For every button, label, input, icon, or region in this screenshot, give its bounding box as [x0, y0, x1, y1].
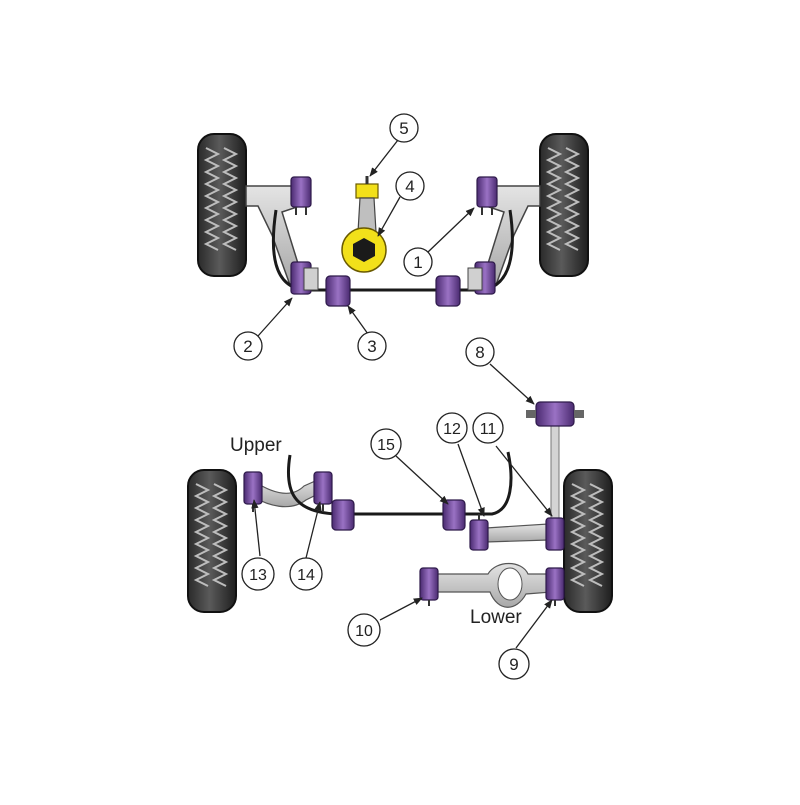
- callout-label: 14: [297, 567, 315, 584]
- callout-1: 1: [403, 247, 433, 277]
- purple-bush-icon: [442, 499, 466, 531]
- purple-bush-icon: [419, 567, 439, 606]
- callout-3: 3: [357, 331, 387, 361]
- callout-12: 12: [436, 412, 468, 444]
- callout-13: 13: [241, 557, 275, 591]
- callout-11: 11: [472, 412, 504, 444]
- purple-bush-icon: [545, 567, 565, 606]
- purple-bush-icon: [290, 176, 312, 215]
- callout-label: 13: [249, 567, 267, 584]
- purple-bush-icon: [545, 517, 565, 551]
- purple-bush-icon: [290, 261, 319, 295]
- rear-assembly: [187, 401, 613, 613]
- tyre-icon: [539, 133, 589, 277]
- callout-label: 12: [443, 421, 461, 438]
- purple-bush-icon: [467, 261, 496, 295]
- callout-label: 2: [243, 337, 252, 356]
- purple-bush-icon: [435, 275, 461, 307]
- callout-label: 15: [377, 437, 395, 454]
- purple-bush-icon: [325, 275, 351, 307]
- tyre-icon: [187, 469, 237, 613]
- callout-label: 1: [413, 253, 422, 272]
- purple-bush-icon: [313, 471, 333, 512]
- purple-bush-icon: [476, 176, 498, 215]
- rear-tie-bar: [485, 523, 549, 543]
- callout-label: 3: [367, 337, 376, 356]
- callout-14: 14: [289, 557, 323, 591]
- callout-label: 10: [355, 623, 373, 640]
- front-assembly: [197, 133, 589, 307]
- tyre-icon: [563, 469, 613, 613]
- purple-bush-icon: [526, 401, 584, 427]
- purple-bush-icon: [469, 514, 489, 551]
- callout-label: 5: [399, 119, 408, 138]
- callout-label: 9: [509, 655, 518, 674]
- tyre-icon: [197, 133, 247, 277]
- callout-2: 2: [233, 331, 263, 361]
- lower-label: Lower: [470, 607, 522, 628]
- callout-label: 11: [480, 421, 497, 438]
- upper-label: Upper: [230, 435, 282, 456]
- callout-9: 9: [498, 648, 530, 680]
- front-anti-roll-bar: [271, 209, 514, 292]
- callout-4: 4: [395, 171, 425, 201]
- rear-lower-arm: [429, 562, 553, 608]
- purple-bush-icon: [331, 499, 355, 531]
- leader-arrows: [251, 139, 553, 649]
- callout-10: 10: [347, 613, 381, 647]
- callout-label: 4: [405, 177, 414, 196]
- engine-mount-icon: [341, 176, 387, 273]
- callout-15: 15: [370, 428, 402, 460]
- callout-5: 5: [389, 113, 419, 143]
- callout-8: 8: [465, 337, 495, 367]
- purple-bush-icon: [243, 471, 263, 512]
- callout-label: 8: [475, 343, 484, 362]
